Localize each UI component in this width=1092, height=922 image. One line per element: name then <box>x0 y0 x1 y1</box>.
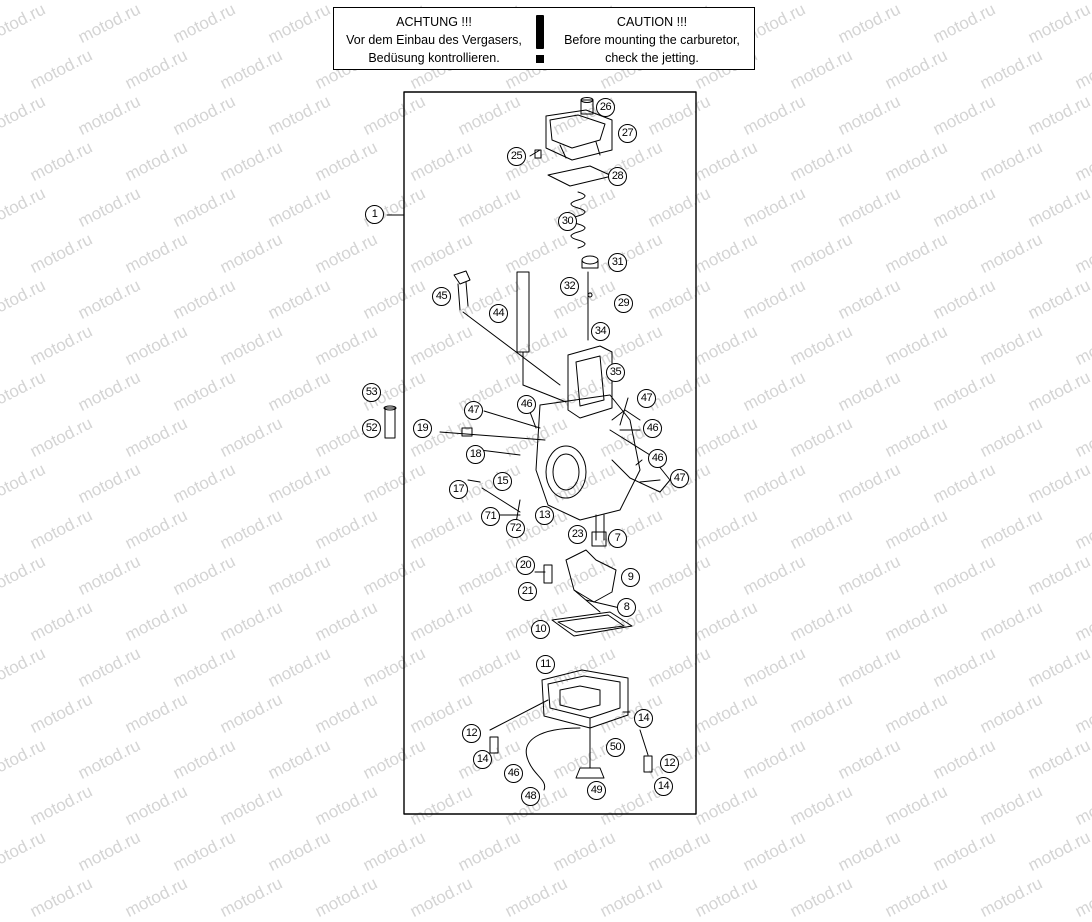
callout-52: 52 <box>362 419 381 438</box>
warning-de-line1: Vor dem Einbau des Vergasers, <box>346 33 522 47</box>
watermark-text: motod.ru <box>217 873 286 921</box>
callout-9: 9 <box>621 568 640 587</box>
callout-26: 26 <box>596 98 615 117</box>
callout-47: 47 <box>464 401 483 420</box>
callout-44: 44 <box>489 304 508 323</box>
callout-29: 29 <box>614 294 633 313</box>
callout-23: 23 <box>568 525 587 544</box>
callout-14: 14 <box>654 777 673 796</box>
watermark-text: motod.ru <box>1072 873 1092 921</box>
callout-10: 10 <box>531 620 550 639</box>
warning-de-title: ACHTUNG !!! <box>396 15 472 29</box>
callout-19: 19 <box>413 419 432 438</box>
callout-7: 7 <box>608 529 627 548</box>
warning-de-line2: Bedüsung kontrollieren. <box>368 51 500 65</box>
callout-35: 35 <box>606 363 625 382</box>
callout-14: 14 <box>473 750 492 769</box>
callout-12: 12 <box>660 754 679 773</box>
exclamation-icon <box>533 15 547 65</box>
watermark-text: motod.ru <box>930 827 999 875</box>
starter-rod <box>516 271 530 353</box>
assembly-frame <box>403 91 697 815</box>
watermark-text: motod.ru <box>597 873 666 921</box>
callout-47: 47 <box>670 469 689 488</box>
top-cover <box>529 97 613 161</box>
watermark-text: motod.ru <box>407 873 476 921</box>
callout-14: 14 <box>634 709 653 728</box>
callout-49: 49 <box>587 781 606 800</box>
callout-46: 46 <box>517 395 536 414</box>
callout-48: 48 <box>521 787 540 806</box>
callout-18: 18 <box>466 445 485 464</box>
watermark-text: motod.ru <box>360 827 429 875</box>
watermark-text: motod.ru <box>692 873 761 921</box>
idle-screw <box>453 270 471 285</box>
warning-box: ACHTUNG !!! Vor dem Einbau des Vergasers… <box>333 7 755 70</box>
watermark-text: motod.ru <box>0 827 49 875</box>
callout-46: 46 <box>504 764 523 783</box>
drain-plug <box>575 767 605 779</box>
watermark-text: motod.ru <box>835 827 904 875</box>
watermark-text: motod.ru <box>455 827 524 875</box>
callout-1: 1 <box>365 205 384 224</box>
bowl-gasket <box>551 611 633 637</box>
callout-71: 71 <box>481 507 500 526</box>
callout-17: 17 <box>449 480 468 499</box>
callout-28: 28 <box>608 167 627 186</box>
callout-13: 13 <box>535 506 554 525</box>
watermark-text: motod.ru <box>122 873 191 921</box>
air-screw <box>481 487 521 513</box>
callout-12: 12 <box>462 724 481 743</box>
watermark-text: motod.ru <box>882 873 951 921</box>
callout-47: 47 <box>637 389 656 408</box>
callout-46: 46 <box>648 449 667 468</box>
watermark-text: motod.ru <box>265 827 334 875</box>
watermark-text: motod.ru <box>170 827 239 875</box>
watermark-text: motod.ru <box>27 873 96 921</box>
callout-15: 15 <box>493 472 512 491</box>
callout-72: 72 <box>506 519 525 538</box>
float-bowl <box>541 669 629 766</box>
fitting-52 <box>384 407 396 439</box>
watermark-text: motod.ru <box>550 827 619 875</box>
watermark-text: motod.ru <box>645 827 714 875</box>
callout-53: 53 <box>362 383 381 402</box>
warning-german: ACHTUNG !!! Vor dem Einbau des Vergasers… <box>338 13 530 67</box>
callout-30: 30 <box>558 212 577 231</box>
main-jet <box>543 564 553 584</box>
warning-en-title: CAUTION !!! <box>616 15 688 29</box>
watermark-text: motod.ru <box>787 873 856 921</box>
watermark-text: motod.ru <box>0 874 1 922</box>
callout-20: 20 <box>516 556 535 575</box>
callout-50: 50 <box>606 738 625 757</box>
drain-hose <box>525 727 581 791</box>
callout-45: 45 <box>432 287 451 306</box>
watermark-text: motod.ru <box>312 873 381 921</box>
warning-english: CAUTION !!! Before mounting the carburet… <box>552 13 752 67</box>
screw-19 <box>439 431 546 441</box>
callout-31: 31 <box>608 253 627 272</box>
exploded-view-drawing <box>383 91 697 815</box>
callout-11: 11 <box>536 655 555 674</box>
callout-27: 27 <box>618 124 637 143</box>
watermark-text: motod.ru <box>1025 827 1092 875</box>
watermark-text: motod.ru <box>75 827 144 875</box>
callout-46: 46 <box>643 419 662 438</box>
warning-en-line1: Before mounting the carburetor, <box>564 33 740 47</box>
float <box>565 549 617 603</box>
callout-25: 25 <box>507 147 526 166</box>
callout-8: 8 <box>617 598 636 617</box>
watermark-text: motod.ru <box>977 873 1046 921</box>
watermark-text: motod.ru <box>740 827 809 875</box>
callout-32: 32 <box>560 277 579 296</box>
carburetor-body <box>535 394 671 547</box>
retainer <box>581 255 599 265</box>
warning-en-line2: check the jetting. <box>605 51 699 65</box>
throttle-slide <box>567 345 613 419</box>
gasket <box>547 165 613 187</box>
callout-34: 34 <box>591 322 610 341</box>
watermark-text: motod.ru <box>502 873 571 921</box>
callout-21: 21 <box>518 582 537 601</box>
